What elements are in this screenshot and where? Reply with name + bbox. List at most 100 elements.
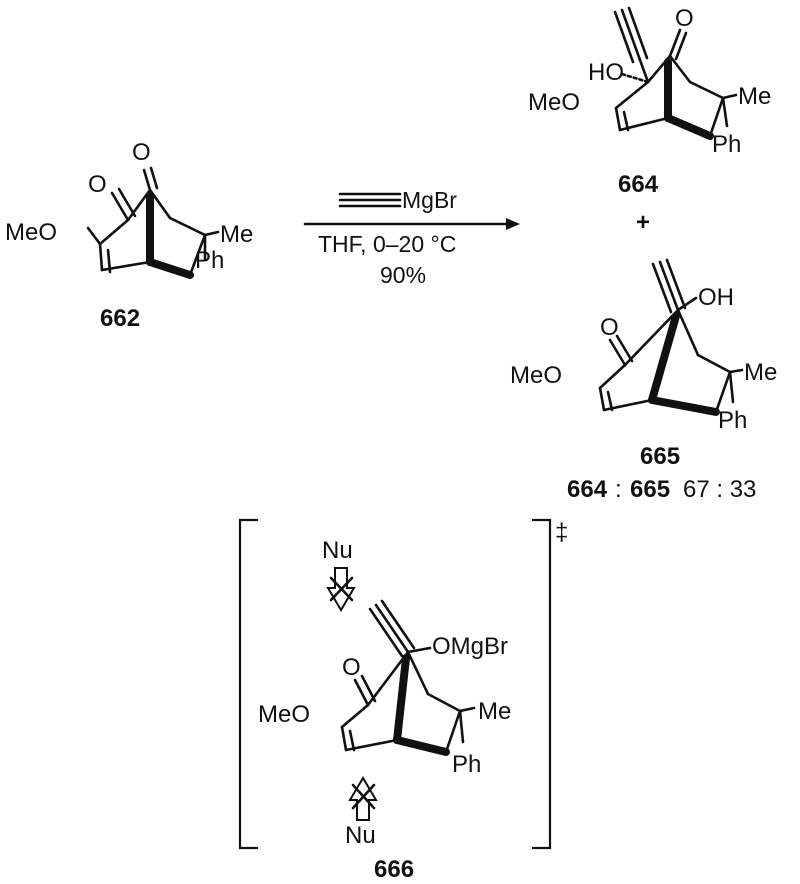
bond: [615, 334, 634, 363]
bond: [344, 738, 399, 752]
bond: [674, 31, 688, 61]
bond: [606, 390, 614, 412]
bond: [721, 93, 738, 100]
bond: [98, 242, 104, 272]
wedge-bond: [393, 736, 450, 756]
bond: [618, 116, 670, 132]
ratio-values: 67 : 33: [683, 476, 756, 503]
transition-state-666: ‡ Nu OMgBr O MeO Me Ph: [238, 518, 568, 883]
bond: [598, 363, 627, 390]
double-dagger: ‡: [555, 519, 568, 546]
alkyne-bond: [651, 262, 673, 314]
alkyne-bond: [368, 607, 404, 658]
bond: [168, 216, 207, 237]
bond: [348, 729, 356, 752]
phenyl-label: Ph: [718, 407, 747, 434]
bond: [668, 28, 682, 58]
alkyne-bond: [613, 10, 635, 64]
bond: [340, 725, 348, 752]
bond: [149, 166, 159, 190]
methyl-label: Me: [744, 359, 777, 386]
wedge-bond: [648, 312, 680, 404]
methoxy-label: MeO: [5, 219, 57, 246]
bond: [676, 308, 700, 357]
compound-number-664: 664: [618, 171, 659, 198]
bond: [117, 187, 137, 218]
wedge-bond: [648, 396, 720, 416]
plus-sign: +: [636, 209, 650, 236]
bond: [696, 353, 732, 374]
arrow-head-icon: [506, 218, 520, 230]
oxygen-label: O: [88, 171, 107, 198]
bond: [340, 703, 370, 729]
left-bracket: [238, 518, 258, 850]
bond: [602, 398, 654, 412]
bond: [728, 370, 735, 404]
methyl-label: Me: [478, 698, 511, 725]
bond: [676, 296, 698, 312]
compound-number-665: 665: [640, 443, 680, 470]
bond: [728, 368, 744, 374]
alkyne-bond: [620, 8, 642, 62]
bond: [366, 650, 410, 707]
compound-665: OH O MeO Me Ph 665: [510, 258, 777, 470]
phenyl-label: Ph: [712, 131, 741, 158]
bond: [203, 230, 220, 237]
ratio-compound-b: 665: [630, 476, 670, 503]
bond: [86, 226, 102, 246]
reaction-arrow-group: MgBr THF, 0–20 °C 90%: [303, 187, 520, 288]
compound-662: O O MeO Me Ph 662: [5, 139, 253, 332]
bond: [708, 96, 725, 138]
bond: [110, 191, 130, 222]
methyl-label: Me: [738, 83, 771, 110]
bond: [608, 338, 627, 367]
yield-label: 90%: [380, 262, 426, 288]
bond: [721, 96, 729, 128]
compound-number-662: 662: [100, 305, 140, 332]
bond: [458, 706, 476, 713]
bond: [714, 370, 732, 414]
alkyne-bond: [380, 599, 416, 650]
nucleophile-bottom-label: Nu: [345, 822, 376, 849]
bond: [688, 80, 725, 100]
bond: [406, 650, 430, 696]
bond: [614, 106, 622, 132]
bond: [100, 260, 152, 272]
conditions-label: THF, 0–20 °C: [318, 231, 456, 257]
bond: [444, 709, 462, 754]
bond: [98, 218, 130, 246]
wedge-bond: [393, 654, 410, 744]
methyl-label: Me: [220, 221, 253, 248]
wedge-bond: [664, 114, 714, 140]
bond: [623, 308, 680, 367]
right-bracket: [532, 518, 552, 850]
cross-mark-icon: [329, 576, 354, 602]
oxygen-label: O: [132, 139, 151, 166]
oxygen-label: O: [342, 654, 361, 681]
hashed-bond: [620, 72, 650, 84]
methoxy-label: MeO: [528, 89, 580, 116]
compound-number-666: 666: [374, 856, 414, 883]
bond: [353, 678, 370, 707]
ratio-compound-a: 664: [567, 476, 608, 503]
cross-mark-icon: [351, 783, 376, 810]
bond: [406, 646, 432, 654]
bond: [458, 709, 465, 744]
bond: [668, 54, 692, 84]
alkyne-bond: [658, 260, 680, 312]
nucleophile-top-label: Nu: [322, 537, 353, 564]
bond: [598, 386, 606, 412]
bond: [638, 58, 650, 84]
magnesium-alkoxide-label: OMgBr: [432, 633, 508, 660]
phenyl-label: Ph: [195, 247, 224, 274]
oxygen-label: O: [675, 5, 694, 32]
bond: [426, 692, 462, 713]
methoxy-label: MeO: [510, 362, 562, 389]
hydroxy-label: OH: [698, 284, 734, 311]
reagent-label: MgBr: [402, 187, 457, 213]
bond: [142, 168, 152, 192]
alkyne-bond: [665, 258, 687, 310]
hydroxy-label: HO: [588, 59, 624, 86]
methoxy-label: MeO: [258, 701, 310, 728]
